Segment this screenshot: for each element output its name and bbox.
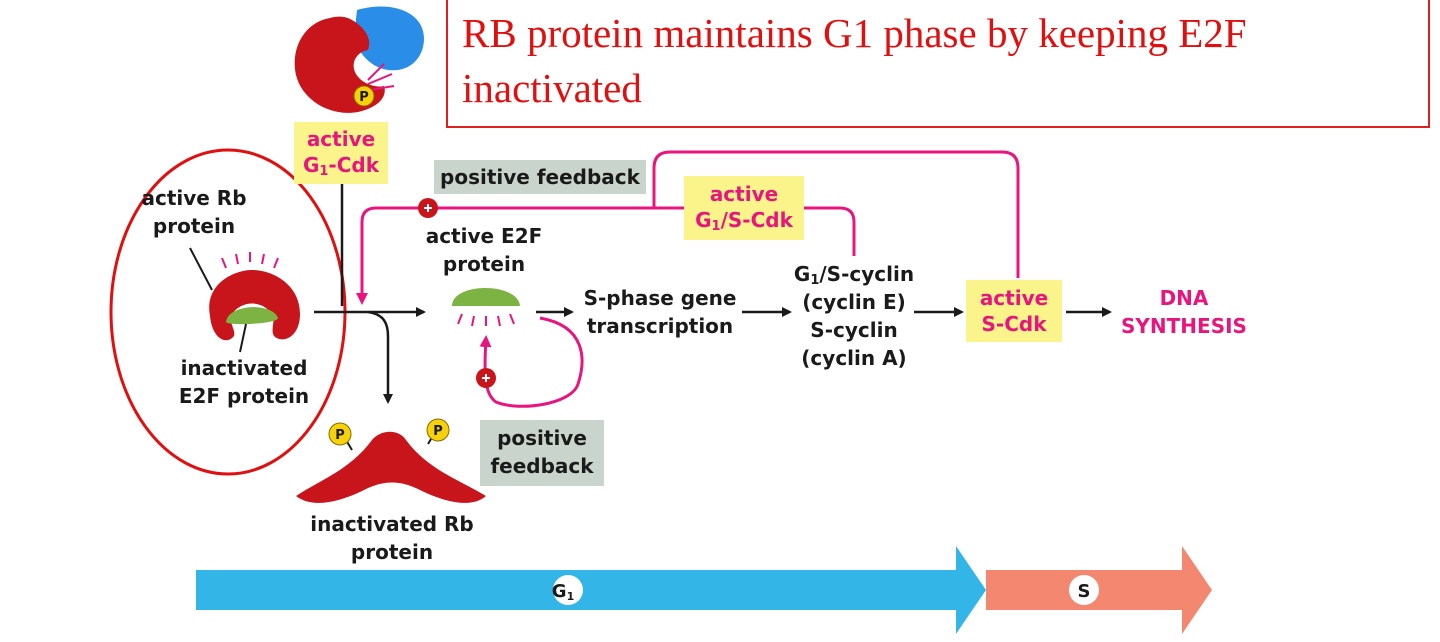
plus-sign-bottom-icon xyxy=(476,368,496,388)
cyclins-label: G1/S-cyclin (cyclin E) S-cyclin (cyclin … xyxy=(782,260,926,372)
active-e2f-icon xyxy=(452,288,520,327)
active-rb-e2f-complex-icon xyxy=(189,247,300,353)
active-rb-line-1: active Rb xyxy=(141,186,247,210)
positive-feedback-bottom-label: positive feedback xyxy=(480,424,604,480)
plus-sign-top-icon xyxy=(418,198,438,218)
g1-phase-arrow: G1 xyxy=(196,546,986,634)
active-g1s-cdk-line-1: active xyxy=(709,182,779,206)
positive-feedback-top-label: positive feedback xyxy=(440,165,640,189)
active-e2f-line-1: active E2F xyxy=(425,224,543,248)
cyclins-line-3: S-cyclin xyxy=(810,318,898,342)
title-box: RB protein maintains G1 phase by keeping… xyxy=(446,0,1430,128)
inactivated-rb-line-2: protein xyxy=(350,540,434,564)
g1-phase-subscript: 1 xyxy=(567,590,575,603)
s-cdk-highlight xyxy=(966,280,1062,342)
active-g1-cdk-line-2: G1-Cdk xyxy=(302,153,380,179)
s-phase-label: S xyxy=(1078,581,1091,602)
g1-phase-label: G xyxy=(552,581,567,602)
active-s-cdk-line-2: S-Cdk xyxy=(981,312,1047,336)
active-e2f-line-2: protein xyxy=(442,252,526,276)
cyclins-line-2: (cyclin E) xyxy=(802,290,906,314)
s-phase-gene-transcription-label: S-phase gene transcription xyxy=(578,284,742,340)
active-g1s-cdk-label: active G1/S-Cdk xyxy=(684,181,804,233)
cyclins-line-4: (cyclin A) xyxy=(801,346,907,370)
g1s-cdk-highlight xyxy=(684,176,804,240)
phosphate-label: P xyxy=(359,90,369,105)
g1-cdk-highlight xyxy=(294,122,388,184)
s-phase-arrow: S xyxy=(986,546,1212,634)
inactivated-rb-icon: P P xyxy=(296,418,486,503)
active-e2f-protein-label: active E2F protein xyxy=(414,222,554,278)
inactivated-rb-line-1: inactivated Rb xyxy=(310,512,474,536)
positive-feedback-top-box xyxy=(434,160,646,194)
active-g1s-cdk-line-2: G1/S-Cdk xyxy=(695,208,793,234)
rb-phosphorylation-arrow xyxy=(367,310,393,404)
phosphate-label: P xyxy=(433,424,443,439)
positive-feedback-bottom-line-1: positive xyxy=(497,426,587,450)
g1-cdk-complex-icon: P xyxy=(294,6,425,113)
dna-synthesis-label: DNA SYNTHESIS xyxy=(1112,284,1256,340)
title: RB protein maintains G1 phase by keeping… xyxy=(462,6,1422,116)
dna-synthesis-line-2: SYNTHESIS xyxy=(1121,314,1247,338)
svg-text:G1: G1 xyxy=(552,581,574,603)
active-rb-line-2: protein xyxy=(152,214,236,238)
active-rb-protein-label: active Rb protein xyxy=(124,184,264,240)
active-g1-cdk-label: active G1-Cdk xyxy=(294,126,388,178)
active-g1-cdk-line-1: active xyxy=(306,127,376,151)
positive-feedback-bottom-box xyxy=(480,420,604,486)
title-line-1: RB protein maintains G1 phase by keeping… xyxy=(462,10,1247,56)
inactivated-e2f-line-1: inactivated xyxy=(180,356,308,380)
inactivated-rb-protein-label: inactivated Rb protein xyxy=(300,510,484,566)
active-s-cdk-line-1: active xyxy=(979,286,1049,310)
phosphate-label: P xyxy=(335,428,345,443)
positive-feedback-bottom-line-2: feedback xyxy=(490,454,594,478)
title-line-2: inactivated xyxy=(462,65,642,111)
inactivated-e2f-protein-label: inactivated E2F protein xyxy=(164,354,324,410)
dna-synthesis-line-1: DNA xyxy=(1159,286,1209,310)
transcription-line-2: transcription xyxy=(586,314,734,338)
transcription-line-1: S-phase gene xyxy=(583,286,737,310)
cyclins-line-1: G1/S-cyclin xyxy=(793,262,915,288)
active-s-cdk-label: active S-Cdk xyxy=(966,285,1062,337)
inactivated-e2f-line-2: E2F protein xyxy=(178,384,310,408)
